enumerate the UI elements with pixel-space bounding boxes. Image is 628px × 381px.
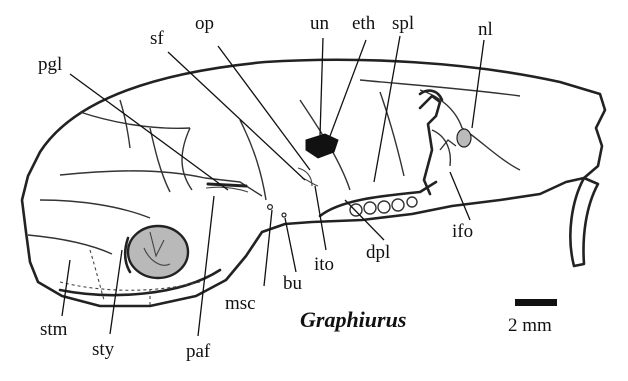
label-ifo: ifo bbox=[452, 221, 473, 242]
scale-bar-line bbox=[515, 299, 557, 306]
scale-bar: 2 mm bbox=[508, 299, 557, 336]
label-spl: spl bbox=[392, 13, 414, 34]
label-paf: paf bbox=[186, 341, 211, 362]
label-stm: stm bbox=[40, 319, 68, 340]
scale-bar-label: 2 mm bbox=[508, 315, 552, 336]
label-nl: nl bbox=[478, 19, 493, 40]
label-msc: msc bbox=[225, 293, 256, 314]
label-ito: ito bbox=[314, 254, 334, 275]
label-dpl: dpl bbox=[366, 242, 390, 263]
label-pgl: pgl bbox=[38, 54, 62, 75]
zygomatic-plate bbox=[420, 91, 471, 194]
leader-lines bbox=[62, 36, 484, 336]
orbital-details bbox=[206, 168, 318, 217]
tooth-row bbox=[320, 182, 436, 216]
cranial-sutures bbox=[28, 80, 520, 306]
incisor bbox=[570, 178, 598, 266]
label-eth: eth bbox=[352, 13, 376, 34]
auditory-bulla bbox=[125, 226, 188, 278]
label-op: op bbox=[195, 13, 214, 34]
label-sty: sty bbox=[92, 339, 115, 360]
ethmoid-foramen bbox=[306, 134, 338, 158]
taxon-name: Graphiurus bbox=[300, 307, 406, 332]
label-sf: sf bbox=[150, 28, 164, 49]
label-un: un bbox=[310, 13, 330, 34]
structure-labels: un eth spl nl op sf pgl ifo dpl ito bu m… bbox=[38, 13, 493, 362]
label-bu: bu bbox=[283, 273, 303, 294]
